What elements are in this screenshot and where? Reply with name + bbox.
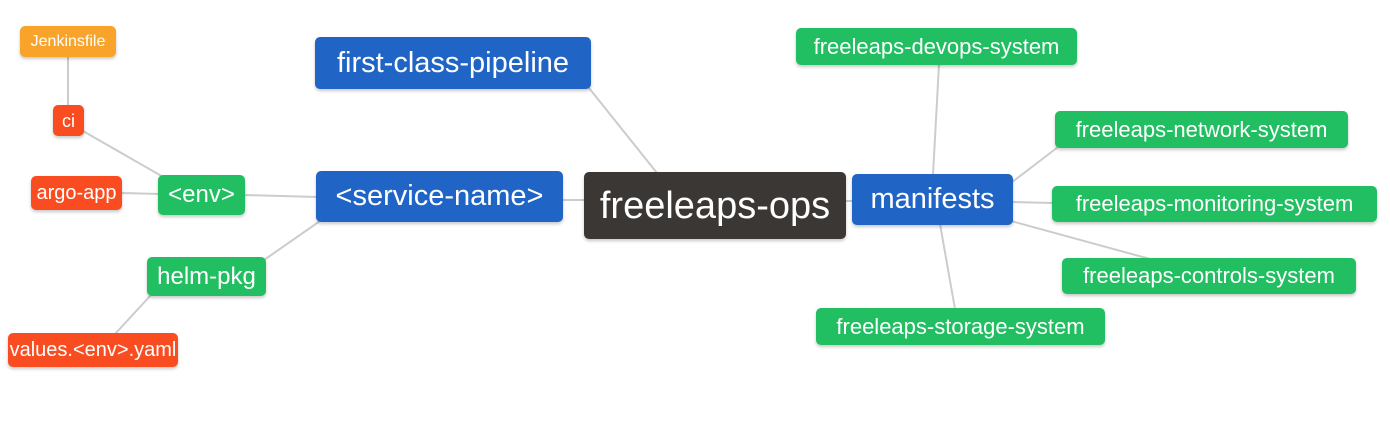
- node-helm-pkg[interactable]: helm-pkg: [147, 257, 266, 296]
- edge-service-name-to-helm-pkg: [263, 220, 321, 261]
- node-freeleaps-storage-system[interactable]: freeleaps-storage-system: [816, 308, 1105, 345]
- node-freeleaps-ops[interactable]: freeleaps-ops: [584, 172, 846, 239]
- edge-helm-pkg-to-values-env-yaml: [114, 294, 152, 335]
- node-freeleaps-devops-system[interactable]: freeleaps-devops-system: [796, 28, 1077, 65]
- node-values-env-yaml[interactable]: values.<env>.yaml: [8, 333, 178, 367]
- node-freeleaps-controls-system[interactable]: freeleaps-controls-system: [1062, 258, 1356, 294]
- edge-manifests-to-freeleaps-controls-system: [1010, 220, 1151, 260]
- edge-first-class-pipeline-to-freeleaps-ops: [588, 87, 658, 174]
- node-first-class-pipeline[interactable]: first-class-pipeline: [315, 37, 591, 89]
- edge-manifests-to-freeleaps-devops-system: [932, 63, 940, 176]
- node-env[interactable]: <env>: [158, 175, 245, 215]
- node-service-name[interactable]: <service-name>: [316, 171, 563, 222]
- node-ci[interactable]: ci: [53, 105, 84, 136]
- node-jenkinsfile[interactable]: Jenkinsfile: [20, 26, 116, 57]
- edge-argo-app-to-env: [119, 192, 161, 195]
- node-freeleaps-network-system[interactable]: freeleaps-network-system: [1055, 111, 1348, 148]
- edge-manifests-to-freeleaps-network-system: [1010, 146, 1059, 184]
- edge-ci-to-env: [82, 130, 166, 179]
- edge-manifests-to-freeleaps-monitoring-system: [1010, 201, 1055, 204]
- edge-manifests-to-freeleaps-storage-system: [939, 223, 956, 310]
- node-argo-app[interactable]: argo-app: [31, 176, 122, 210]
- edge-env-to-service-name: [242, 194, 319, 198]
- node-freeleaps-monitoring-system[interactable]: freeleaps-monitoring-system: [1052, 186, 1377, 222]
- node-manifests[interactable]: manifests: [852, 174, 1013, 225]
